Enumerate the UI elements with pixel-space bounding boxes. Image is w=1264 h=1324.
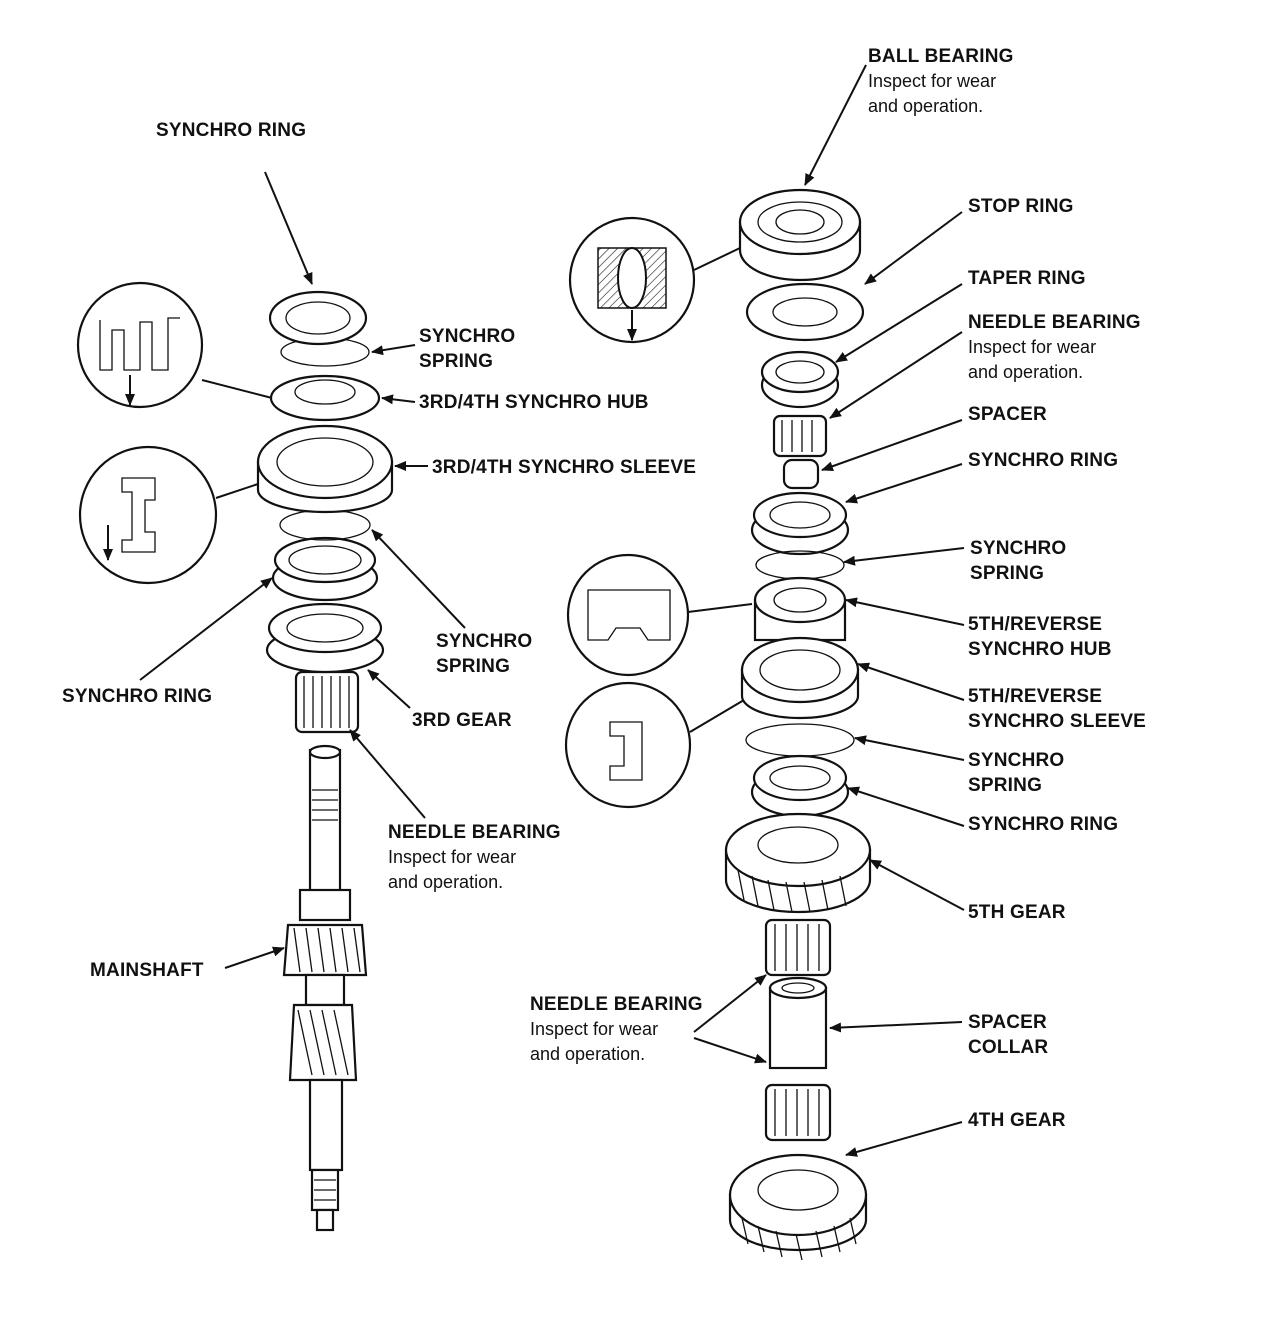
right-synchro-spring-1-part	[755, 550, 845, 580]
label-text: 3RD/4TH SYNCHRO SLEEVE	[432, 457, 697, 478]
label-right-synchro-ring-1: SYNCHRO RING	[968, 448, 1118, 473]
label-spacer-collar: SPACER COLLAR	[968, 1010, 1048, 1060]
stop-ring-part	[745, 282, 865, 342]
right-detail-circle-2	[566, 553, 690, 677]
label-left-synchro-sleeve: 3RD/4TH SYNCHRO SLEEVE	[432, 455, 696, 480]
label-note: and operation.	[868, 96, 984, 116]
label-text: SPRING	[419, 351, 494, 372]
label-right-needle-bearing-top: NEEDLE BEARING Inspect for wear and oper…	[968, 310, 1141, 385]
label-fifth-gear: 5TH GEAR	[968, 900, 1066, 925]
label-left-synchro-ring-bottom: SYNCHRO RING	[62, 684, 212, 709]
fourth-gear-part	[728, 1153, 868, 1261]
ball-bearing-part	[738, 188, 862, 282]
right-detail-circle-1	[568, 216, 696, 344]
left-synchro-spring-2-part	[279, 509, 371, 541]
label-text: SYNCHRO	[419, 326, 516, 347]
label-text: NEEDLE BEARING	[388, 822, 561, 843]
right-synchro-ring-1-part	[750, 491, 850, 556]
label-right-synchro-spring-1: SYNCHRO SPRING	[970, 536, 1066, 586]
label-text: SYNCHRO SLEEVE	[968, 711, 1147, 732]
right-needle-bearing-lower-part	[764, 1083, 832, 1142]
right-synchro-sleeve-part	[740, 636, 860, 720]
right-synchro-ring-2-part	[750, 754, 850, 818]
right-assembly	[564, 64, 965, 1261]
label-right-needle-bearing-bottom: NEEDLE BEARING Inspect for wear and oper…	[530, 992, 703, 1067]
label-spacer: SPACER	[968, 402, 1047, 427]
mainshaft-part	[282, 744, 368, 1232]
spacer-collar-part	[768, 976, 828, 1070]
left-synchro-ring-bottom-part	[271, 536, 379, 602]
label-note: Inspect for wear	[530, 1019, 659, 1039]
label-text: SYNCHRO RING	[62, 686, 213, 707]
label-note: and operation.	[968, 362, 1084, 382]
label-text: SPRING	[970, 563, 1045, 584]
spacer-part	[782, 458, 820, 490]
label-right-synchro-sleeve: 5TH/REVERSE SYNCHRO SLEEVE	[968, 684, 1146, 734]
label-mainshaft: MAINSHAFT	[90, 958, 204, 983]
taper-ring-part	[760, 350, 840, 409]
label-text: SYNCHRO RING	[968, 450, 1119, 471]
label-text: SYNCHRO RING	[968, 814, 1119, 835]
label-note: and operation.	[388, 872, 504, 892]
label-text: 3RD GEAR	[412, 710, 512, 731]
label-text: SPRING	[968, 775, 1043, 796]
label-stop-ring: STOP RING	[968, 194, 1074, 219]
fifth-gear-part	[724, 812, 872, 914]
left-assembly	[76, 171, 466, 1232]
left-needle-bearing-part	[294, 670, 360, 734]
label-text: SPRING	[436, 656, 511, 677]
label-taper-ring: TAPER RING	[968, 266, 1086, 291]
label-text: 5TH/REVERSE	[968, 614, 1103, 635]
label-right-synchro-hub: 5TH/REVERSE SYNCHRO HUB	[968, 612, 1112, 662]
label-left-synchro-spring-1: SYNCHRO SPRING	[419, 324, 515, 374]
right-detail-circle-3	[564, 681, 692, 809]
label-text: SYNCHRO	[970, 538, 1067, 559]
left-synchro-sleeve-part	[256, 424, 394, 514]
label-text: SYNCHRO	[436, 631, 533, 652]
label-right-synchro-ring-2: SYNCHRO RING	[968, 812, 1118, 837]
right-needle-bearing-top-part	[772, 414, 828, 458]
label-right-synchro-spring-2: SYNCHRO SPRING	[968, 748, 1064, 798]
label-ball-bearing: BALL BEARING Inspect for wear and operat…	[868, 44, 1014, 119]
label-text: SYNCHRO HUB	[968, 639, 1112, 660]
label-text: 5TH GEAR	[968, 902, 1066, 923]
label-left-needle-bearing: NEEDLE BEARING Inspect for wear and oper…	[388, 820, 561, 895]
label-note: Inspect for wear	[968, 337, 1097, 357]
label-third-gear: 3RD GEAR	[412, 708, 512, 733]
label-text: BALL BEARING	[868, 46, 1014, 67]
left-detail-circle-2	[78, 445, 218, 585]
label-note: and operation.	[530, 1044, 646, 1064]
label-left-synchro-spring-2: SYNCHRO SPRING	[436, 629, 532, 679]
label-text: SPACER	[968, 404, 1047, 425]
label-text: TAPER RING	[968, 268, 1086, 289]
label-text: SPACER	[968, 1012, 1047, 1033]
label-text: STOP RING	[968, 196, 1074, 217]
label-text: MAINSHAFT	[90, 960, 204, 981]
right-synchro-hub-part	[753, 576, 847, 642]
label-text: 3RD/4TH SYNCHRO HUB	[419, 392, 649, 413]
label-left-synchro-ring-top: SYNCHRO RING	[156, 118, 306, 143]
label-text: 5TH/REVERSE	[968, 686, 1103, 707]
label-text: NEEDLE BEARING	[968, 312, 1141, 333]
label-text: NEEDLE BEARING	[530, 994, 703, 1015]
third-gear-part	[265, 602, 385, 674]
right-synchro-spring-2-part	[745, 723, 855, 757]
label-left-synchro-hub: 3RD/4TH SYNCHRO HUB	[419, 390, 649, 415]
left-synchro-ring-top-part	[268, 290, 368, 346]
left-detail-circle-1	[76, 281, 204, 409]
right-needle-bearing-bottom-part	[764, 918, 832, 977]
label-text: SYNCHRO	[968, 750, 1065, 771]
label-text: SYNCHRO RING	[156, 120, 307, 141]
label-note: Inspect for wear	[388, 847, 517, 867]
label-text: COLLAR	[968, 1037, 1049, 1058]
label-text: 4TH GEAR	[968, 1110, 1066, 1131]
left-synchro-hub-part	[269, 374, 381, 422]
label-fourth-gear: 4TH GEAR	[968, 1108, 1066, 1133]
label-note: Inspect for wear	[868, 71, 997, 91]
